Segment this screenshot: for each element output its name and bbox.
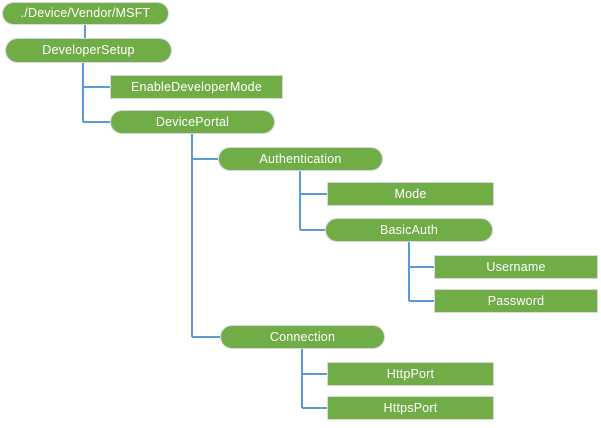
tree-node-label: Password <box>487 293 545 308</box>
tree-node-password[interactable]: Password <box>434 289 598 313</box>
tree-node-root[interactable]: ./Device/Vendor/MSFT <box>2 2 169 25</box>
tree-node-basicauth[interactable]: BasicAuth <box>325 218 493 242</box>
connector-developersetup-to-deviceportal <box>82 63 112 123</box>
tree-node-label: ./Device/Vendor/MSFT <box>20 6 151 21</box>
tree-node-connection[interactable]: Connection <box>220 325 385 349</box>
tree-node-label: EnableDeveloperMode <box>131 79 262 94</box>
tree-node-label: HttpPort <box>386 366 435 381</box>
tree-node-label: Username <box>486 259 546 274</box>
edge-group <box>82 25 434 409</box>
tree-node-httpsport[interactable]: HttpsPort <box>327 396 494 420</box>
connector-basicauth-to-username <box>408 242 434 268</box>
tree-node-authentication[interactable]: Authentication <box>218 147 383 171</box>
connector-connection-to-httpport <box>301 349 327 375</box>
tree-node-enabledevelopermode[interactable]: EnableDeveloperMode <box>110 75 283 99</box>
tree-node-label: BasicAuth <box>379 222 439 237</box>
tree-node-label: Connection <box>269 329 336 344</box>
tree-node-developersetup[interactable]: DeveloperSetup <box>5 38 172 63</box>
tree-node-username[interactable]: Username <box>434 255 598 279</box>
tree-node-deviceportal[interactable]: DevicePortal <box>110 110 275 134</box>
tree-node-mode[interactable]: Mode <box>327 182 494 206</box>
connector-authentication-to-basicauth <box>299 171 327 231</box>
tree-node-label: Authentication <box>259 151 342 166</box>
connector-basicauth-to-password <box>408 242 434 302</box>
tree-node-label: DeveloperSetup <box>42 43 135 58</box>
tree-node-label: HttpsPort <box>383 400 438 415</box>
connector-deviceportal-to-connection <box>191 134 222 338</box>
tree-node-label: Mode <box>394 186 427 201</box>
connector-authentication-to-mode <box>299 171 327 195</box>
connector-connection-to-httpsport <box>301 349 327 409</box>
tree-node-label: DevicePortal <box>155 114 230 129</box>
connector-developersetup-to-enabledevelopermode <box>82 63 110 88</box>
tree-node-httpport[interactable]: HttpPort <box>327 362 494 386</box>
connector-deviceportal-to-authentication <box>191 134 220 160</box>
